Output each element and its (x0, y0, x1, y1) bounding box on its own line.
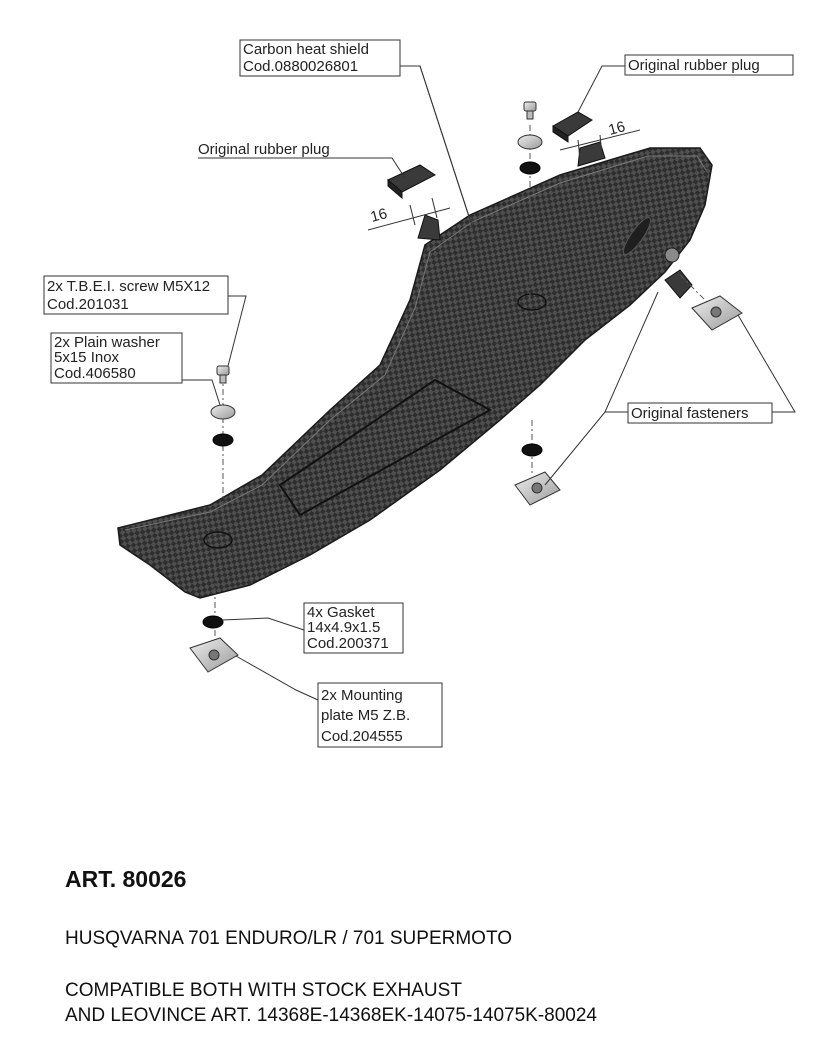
compatibility-note-line2: AND LEOVINCE ART. 14368E-14368EK-14075-1… (65, 1005, 597, 1026)
heat-shield-hole-rear (664, 247, 680, 263)
heat-shield-tab-left (417, 214, 441, 241)
svg-text:5x15 Inox: 5x15 Inox (54, 349, 120, 366)
svg-text:2x Mounting: 2x Mounting (321, 687, 403, 704)
svg-text:Original rubber plug: Original rubber plug (628, 57, 760, 74)
svg-text:Original rubber plug: Original rubber plug (198, 141, 330, 158)
gasket-center-low (521, 443, 543, 457)
svg-text:Cod.0880026801: Cod.0880026801 (243, 58, 358, 75)
heat-shield-window (278, 378, 493, 517)
heat-shield-hole-front (203, 531, 233, 549)
label-rubber-plug-right: Original rubber plug (624, 54, 794, 76)
svg-text:14x4.9x1.5: 14x4.9x1.5 (307, 619, 380, 636)
screw-right (523, 101, 537, 120)
original-fastener-center (514, 471, 561, 506)
rubber-plug-left (387, 164, 436, 200)
model-compatibility: HUSQVARNA 701 ENDURO/LR / 701 SUPERMOTO (65, 928, 512, 949)
screw-left (216, 365, 230, 384)
svg-text:2x Plain washer: 2x Plain washer (54, 334, 160, 351)
exploded-parts-diagram: 16 16 Carbon heat shield Cod.0880026801 … (43, 39, 796, 748)
leader-lines (182, 65, 796, 701)
heat-shield-logo (622, 217, 652, 255)
label-gasket: 4x Gasket 14x4.9x1.5 Cod.200371 (303, 602, 404, 654)
gasket-front-low (202, 615, 224, 629)
gasket-right (519, 161, 541, 175)
label-screw: 2x T.B.E.I. screw M5X12 Cod.201031 (43, 275, 229, 315)
svg-text:Cod.204555: Cod.204555 (321, 728, 403, 745)
dimension-right-value: 16 (607, 118, 628, 139)
svg-text:Original fasteners: Original fasteners (631, 405, 749, 422)
heat-shield-hole-center (517, 293, 547, 311)
assembly-axes (214, 125, 711, 650)
svg-text:4x Gasket: 4x Gasket (307, 604, 375, 621)
dimension-right-tab: 16 (559, 118, 641, 161)
article-number: ART. 80026 (65, 866, 187, 892)
svg-text:Cod.406580: Cod.406580 (54, 365, 136, 382)
washer-right (517, 134, 543, 150)
dimension-left-value: 16 (369, 205, 390, 226)
svg-text:Cod.201031: Cod.201031 (47, 296, 129, 313)
label-rubber-plug-left: Original rubber plug (198, 141, 362, 159)
gasket-left (212, 433, 234, 447)
rubber-plug-right (552, 111, 593, 143)
carbon-heat-shield (117, 141, 713, 599)
dimension-left-tab: 16 (367, 197, 451, 231)
washer-left (210, 404, 236, 420)
label-heat-shield: Carbon heat shield Cod.0880026801 (239, 39, 401, 77)
label-mounting-plate: 2x Mounting plate M5 Z.B. Cod.204555 (317, 682, 443, 748)
heat-shield-tab-rear (664, 269, 693, 299)
mounting-plate-front (189, 637, 239, 673)
svg-text:Cod.200371: Cod.200371 (307, 635, 389, 652)
label-original-fasteners: Original fasteners (627, 402, 773, 424)
svg-text:plate M5 Z.B.: plate M5 Z.B. (321, 707, 410, 724)
svg-text:Carbon heat shield: Carbon heat shield (243, 41, 369, 58)
compatibility-note-line1: COMPATIBLE BOTH WITH STOCK EXHAUST (65, 980, 462, 1001)
original-fastener-rear (691, 295, 743, 331)
label-washer: 2x Plain washer 5x15 Inox Cod.406580 (50, 332, 183, 384)
svg-text:2x T.B.E.I. screw M5X12: 2x T.B.E.I. screw M5X12 (47, 278, 210, 295)
